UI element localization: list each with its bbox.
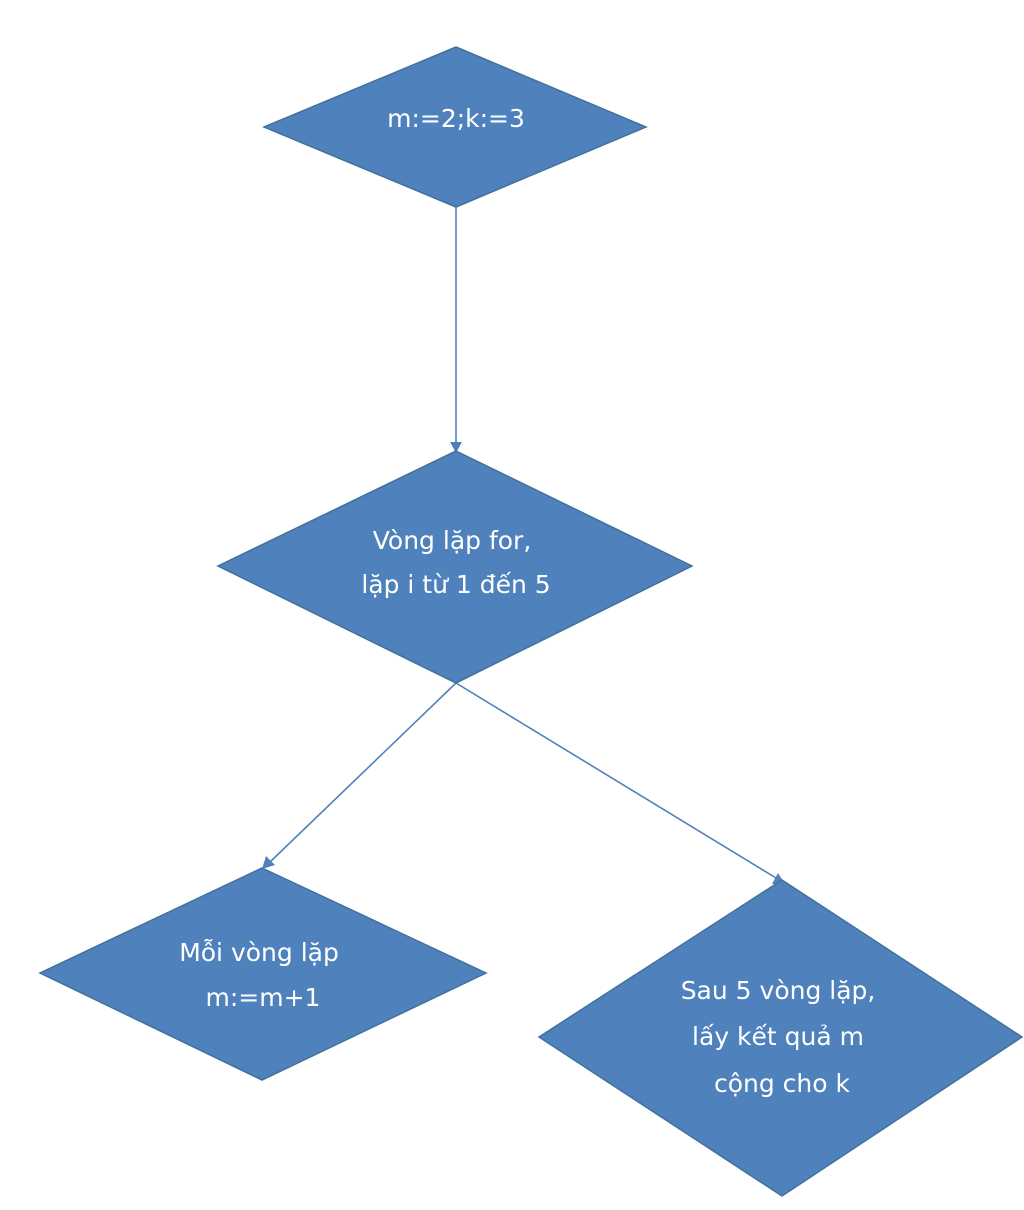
loop-label-line: lặp i từ 1 đến 5: [361, 570, 550, 599]
init-label-line: m:=2;k:=3: [387, 104, 525, 133]
loop-diamond-shape: [216, 450, 694, 684]
after-label-line: lấy kết quả m: [692, 1022, 864, 1051]
after-label-line: cộng cho k: [714, 1069, 851, 1098]
after-label: Sau 5 vòng lặp, lấy kết quả m cộng cho k: [681, 976, 884, 1098]
loop-label: Vòng lặp for, lặp i từ 1 đến 5: [361, 526, 550, 599]
loop-label-line: Vòng lặp for,: [373, 526, 532, 555]
edge-loop-to-each: [262, 682, 457, 869]
after-diamond-shape: [537, 879, 1024, 1197]
node-loop[interactable]: Vòng lặp for, lặp i từ 1 đến 5: [216, 450, 694, 684]
init-diamond-shape: [262, 46, 648, 208]
init-label: m:=2;k:=3: [387, 104, 525, 133]
node-each[interactable]: Mỗi vòng lặp m:=m+1: [38, 867, 488, 1081]
edge-init-to-loop: [450, 207, 462, 453]
each-label-line: Mỗi vòng lặp: [179, 938, 339, 967]
node-after[interactable]: Sau 5 vòng lặp, lấy kết quả m cộng cho k: [537, 879, 1024, 1197]
after-label-line: Sau 5 vòng lặp,: [681, 976, 876, 1005]
edge-loop-to-after: [455, 682, 785, 884]
each-diamond-shape: [38, 867, 488, 1081]
each-label-line: m:=m+1: [206, 983, 321, 1012]
each-label: Mỗi vòng lặp m:=m+1: [179, 938, 347, 1012]
node-init[interactable]: m:=2;k:=3: [262, 46, 648, 208]
edges: [262, 207, 785, 884]
